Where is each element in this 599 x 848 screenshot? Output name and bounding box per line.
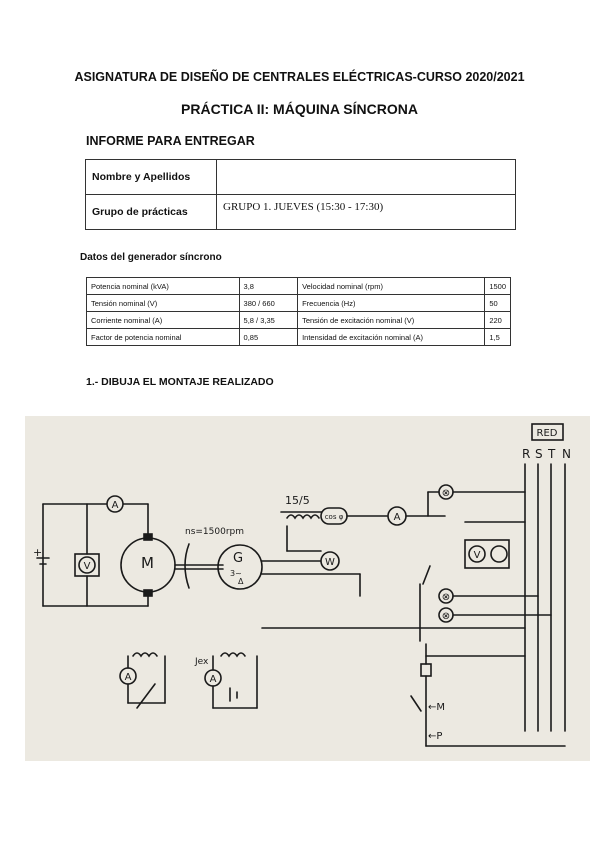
name-value <box>216 159 516 195</box>
param-label: Corriente nominal (A) <box>86 311 240 329</box>
jex-label: Jex <box>194 657 209 667</box>
motor-label: M <box>141 554 154 572</box>
voltmeter-label: V <box>474 550 481 561</box>
voltmeter-icon <box>78 556 96 574</box>
course-title: ASIGNATURA DE DISEÑO DE CENTRALES ELÉCTR… <box>74 70 525 84</box>
table-row: Tensión nominal (V) 380 / 660 Frecuencia… <box>86 294 511 312</box>
plus-sign: + <box>33 546 42 559</box>
phase-s: S <box>535 447 543 461</box>
voltmeter-icon <box>468 545 486 563</box>
cos-phi-label: cos φ <box>325 513 344 521</box>
group-label: Grupo de prácticas <box>85 194 217 230</box>
red-box <box>531 423 564 441</box>
param-value: 50 <box>484 294 511 312</box>
generator-label: G <box>233 551 243 566</box>
practice-title: PRÁCTICA II: MÁQUINA SÍNCRONA <box>181 101 418 117</box>
table-row: Potencia nominal (kVA) 3,8 Velocidad nom… <box>86 277 511 295</box>
param-value: 1500 <box>484 277 511 295</box>
table-row: Factor de potencia nominal 0,85 Intensid… <box>86 328 511 346</box>
red-label: RED <box>537 428 558 439</box>
lamp-label: ⊗ <box>442 611 450 622</box>
generator-delta: Δ <box>238 577 244 586</box>
circuit-sketch-photo: RED R S T N + V A M <box>25 416 590 761</box>
param-label: Factor de potencia nominal <box>86 328 240 346</box>
ct-coil <box>286 514 320 520</box>
group-value: GRUPO 1. JUEVES (15:30 - 17:30) <box>216 194 516 230</box>
generator-data-table: Potencia nominal (kVA) 3,8 Velocidad nom… <box>86 277 511 346</box>
voltmeter-box <box>74 553 100 577</box>
ammeter-label: A <box>112 500 119 511</box>
param-label: Frecuencia (Hz) <box>297 294 486 312</box>
param-label: Potencia nominal (kVA) <box>86 277 240 295</box>
table-row: Corriente nominal (A) 5,8 / 3,35 Tensión… <box>86 311 511 329</box>
generator-icon <box>217 544 263 590</box>
param-label: Tensión de excitación nominal (V) <box>297 311 486 329</box>
phase-t: T <box>547 447 556 461</box>
ammeter-label: A <box>210 674 217 685</box>
report-label: INFORME PARA ENTREGAR <box>86 134 255 148</box>
lamp-label: ⊗ <box>442 488 450 499</box>
ammeter-label: A <box>125 672 132 683</box>
wattmeter-label: W <box>325 557 335 568</box>
generator-sub: 3~ <box>230 569 242 578</box>
phase-r: R <box>522 447 530 461</box>
section-heading: 1.- DIBUJA EL MONTAJE REALIZADO <box>86 376 274 388</box>
table-row: Grupo de prácticas GRUPO 1. JUEVES (15:3… <box>85 194 516 230</box>
param-value: 0,85 <box>238 328 299 346</box>
wattmeter-icon <box>320 551 340 571</box>
param-value: 1,5 <box>484 328 511 346</box>
name-label: Nombre y Apellidos <box>85 159 217 195</box>
frequency-meter-icon <box>490 545 508 563</box>
button-m: ←M <box>428 702 445 713</box>
voltmeter-label: V <box>84 561 91 572</box>
param-label: Intensidad de excitación nominal (A) <box>297 328 486 346</box>
param-label: Velocidad nominal (rpm) <box>297 277 486 295</box>
table-row: Nombre y Apellidos <box>85 159 516 195</box>
param-label: Tensión nominal (V) <box>86 294 240 312</box>
generator-data-heading: Datos del generador síncrono <box>80 252 222 263</box>
param-value: 5,8 / 3,35 <box>238 311 299 329</box>
phase-n: N <box>562 447 571 461</box>
param-value: 3,8 <box>238 277 299 295</box>
contactor-coil <box>420 663 432 677</box>
speed-label: ns=1500rpm <box>185 527 244 537</box>
ammeter-icon <box>106 495 124 513</box>
ammeter-label: A <box>394 512 401 523</box>
param-value: 220 <box>484 311 511 329</box>
ct-ratio: 15/5 <box>285 494 310 507</box>
circuit-sketch: RED R S T N + V A M <box>33 423 571 747</box>
button-p: ←P <box>428 731 442 742</box>
student-info-table: Nombre y Apellidos Grupo de prácticas GR… <box>85 159 516 230</box>
param-value: 380 / 660 <box>238 294 299 312</box>
lamp-label: ⊗ <box>442 592 450 603</box>
